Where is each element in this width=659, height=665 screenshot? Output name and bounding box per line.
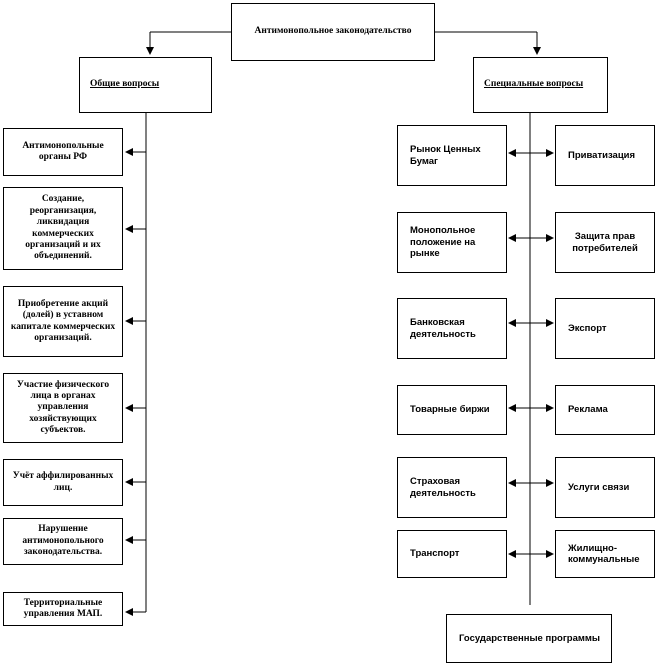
- special-right-item-6: Жилищно-коммунальные: [555, 530, 655, 578]
- general-item-5: Учёт аффилированных лиц.: [3, 459, 123, 506]
- general-item-label: Участие физического лица в органах управ…: [16, 379, 110, 436]
- special-header-label: Специальные вопросы: [484, 79, 584, 90]
- special-left-item-5: Страховая деятельность: [397, 457, 507, 518]
- general-item-label: Нарушение антимонопольного законодательс…: [22, 524, 104, 558]
- general-item-label: Приобретение акций (долей) в уставном ка…: [10, 298, 116, 343]
- special-left-item-4: Товарные биржи: [397, 385, 507, 435]
- special-item-label: Товарные биржи: [410, 404, 490, 416]
- special-item-label: Рынок Ценных Бумаг: [410, 144, 481, 167]
- special-left-item-3: Банковская деятельность: [397, 298, 507, 359]
- special-left-item-1: Рынок Ценных Бумаг: [397, 125, 507, 186]
- general-header: Общие вопросы: [79, 57, 212, 113]
- special-right-item-5: Услуги связи: [555, 457, 655, 518]
- special-item-label: Приватизация: [568, 149, 636, 161]
- special-left-item-6: Транспорт: [397, 530, 507, 578]
- general-item-3: Приобретение акций (долей) в уставном ка…: [3, 286, 123, 357]
- special-item-label: Реклама: [568, 404, 608, 416]
- special-item-label: Транспорт: [410, 548, 460, 560]
- special-item-label: Монопольное положение на рынке: [410, 225, 476, 260]
- special-left-item-2: Монопольное положение на рынке: [397, 212, 507, 273]
- special-item-label: Услуги связи: [568, 481, 630, 493]
- special-item-label: Страховая деятельность: [410, 476, 476, 499]
- special-item-label: Банковская деятельность: [410, 317, 476, 340]
- special-item-label: Защита прав потребителей: [572, 231, 638, 254]
- special-right-item-4: Реклама: [555, 385, 655, 435]
- root-label: Антимонопольное законодательство: [254, 26, 412, 37]
- general-item-label: Создание, реорганизация, ликвидация комм…: [25, 194, 101, 262]
- general-item-7: Территориальные управления МАП.: [3, 592, 123, 626]
- special-item-label: Государственные программы: [459, 632, 601, 644]
- general-item-2: Создание, реорганизация, ликвидация комм…: [3, 187, 123, 270]
- general-item-1: Антимонопольные органы РФ: [3, 128, 123, 176]
- special-right-item-3: Экспорт: [555, 298, 655, 359]
- special-right-item-2: Защита прав потребителей: [555, 212, 655, 273]
- special-header: Специальные вопросы: [473, 57, 608, 113]
- special-item-label: Экспорт: [568, 322, 607, 334]
- general-item-label: Территориальные управления МАП.: [23, 597, 103, 619]
- general-item-label: Антимонопольные органы РФ: [22, 140, 104, 162]
- general-header-label: Общие вопросы: [90, 79, 160, 90]
- general-item-4: Участие физического лица в органах управ…: [3, 373, 123, 443]
- special-item-label: Жилищно-коммунальные: [568, 542, 640, 565]
- root-node: Антимонопольное законодательство: [231, 3, 435, 61]
- general-item-label: Учёт аффилированных лиц.: [12, 471, 114, 493]
- special-right-item-1: Приватизация: [555, 125, 655, 186]
- general-item-6: Нарушение антимонопольного законодательс…: [3, 518, 123, 565]
- special-bottom-item: Государственные программы: [446, 614, 612, 663]
